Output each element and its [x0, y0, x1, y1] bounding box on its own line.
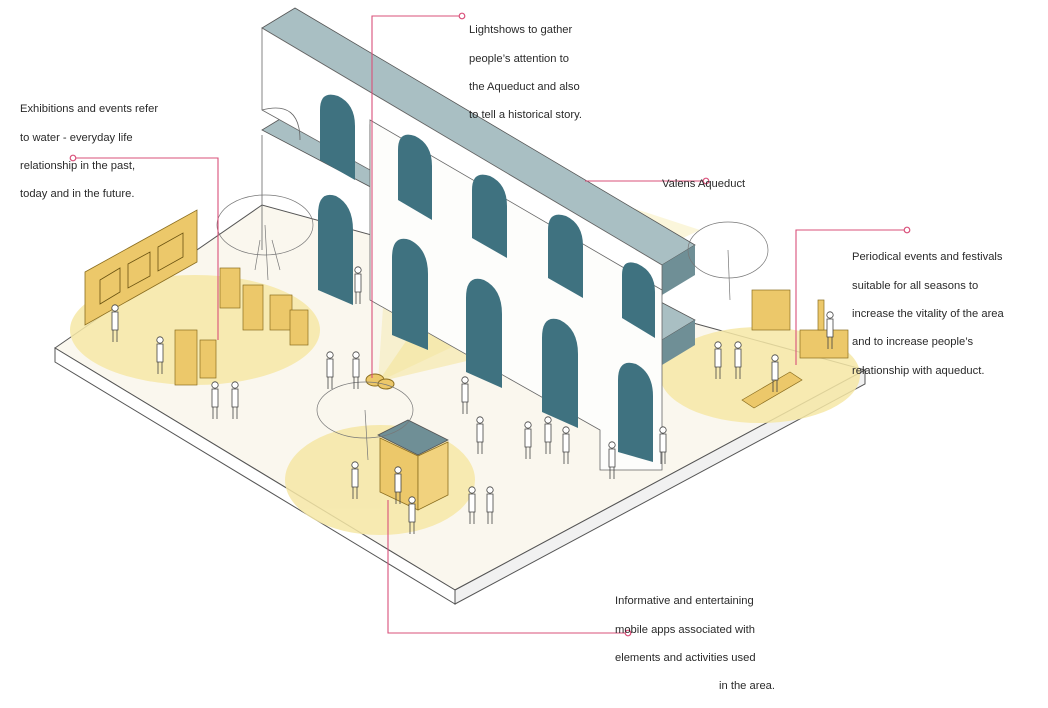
- annotation-line: and to increase people’s: [852, 336, 974, 349]
- annotation-line: today and in the future.: [20, 188, 135, 201]
- exhibition-panel: [84, 209, 198, 326]
- leader-lines: [73, 15, 907, 634]
- annotation-lightshows: Lightshows to gather people’s attention …: [469, 9, 603, 137]
- exhibit-pedestals: [174, 267, 309, 386]
- annotation-line: in the area.: [719, 680, 775, 693]
- leader-apps: [387, 500, 628, 634]
- leader-dot-lightshows: [458, 12, 466, 20]
- annotation-line: elements and activities used: [615, 652, 756, 665]
- annotation-line: relationship with aqueduct.: [852, 364, 985, 377]
- annotation-festivals: Periodical events and festivals suitable…: [852, 236, 1028, 392]
- annotation-line: Exhibitions and events refer: [20, 103, 159, 116]
- annotation-apps: Informative and entertaining mobile apps…: [615, 580, 775, 708]
- annotation-line: Lightshows to gather: [469, 24, 573, 37]
- leader-festivals: [795, 229, 907, 365]
- aqueduct: [261, 7, 696, 471]
- leader-dots: [69, 12, 911, 637]
- annotation-line: increase the vitality of the area: [852, 308, 1004, 321]
- leader-dot-festivals: [903, 226, 911, 234]
- annotation-line: people’s attention to: [469, 52, 569, 65]
- leader-lightshows: [371, 15, 462, 378]
- leader-dot-aqueduct: [702, 177, 710, 185]
- people: [111, 266, 834, 534]
- food-carts: [741, 289, 849, 409]
- leader-exhibitions: [73, 157, 219, 340]
- annotation-aqueduct: Valens Aqueduct: [662, 163, 762, 206]
- trees: [216, 194, 769, 461]
- leader-dot-apps: [624, 629, 632, 637]
- annotation-line: Informative and entertaining: [615, 595, 754, 608]
- annotation-line: Valens Aqueduct: [662, 178, 746, 191]
- leader-dot-exhibitions: [69, 154, 77, 162]
- annotation-line: Periodical events and festivals: [852, 251, 1003, 264]
- isometric-illustration: [54, 7, 911, 637]
- annotation-line: to tell a historical story.: [469, 109, 582, 122]
- annotation-line: mobile apps associated with: [615, 623, 755, 636]
- diagram-canvas: Lightshows to gather people’s attention …: [20, 7, 1028, 692]
- annotation-line: relationship in the past,: [20, 160, 136, 173]
- annotation-line: the Aqueduct and also: [469, 81, 580, 94]
- annotation-line: suitable for all seasons to: [852, 279, 979, 292]
- annotation-line: to water - everyday life: [20, 131, 133, 144]
- annotation-exhibitions: Exhibitions and events refer to water - …: [20, 88, 181, 216]
